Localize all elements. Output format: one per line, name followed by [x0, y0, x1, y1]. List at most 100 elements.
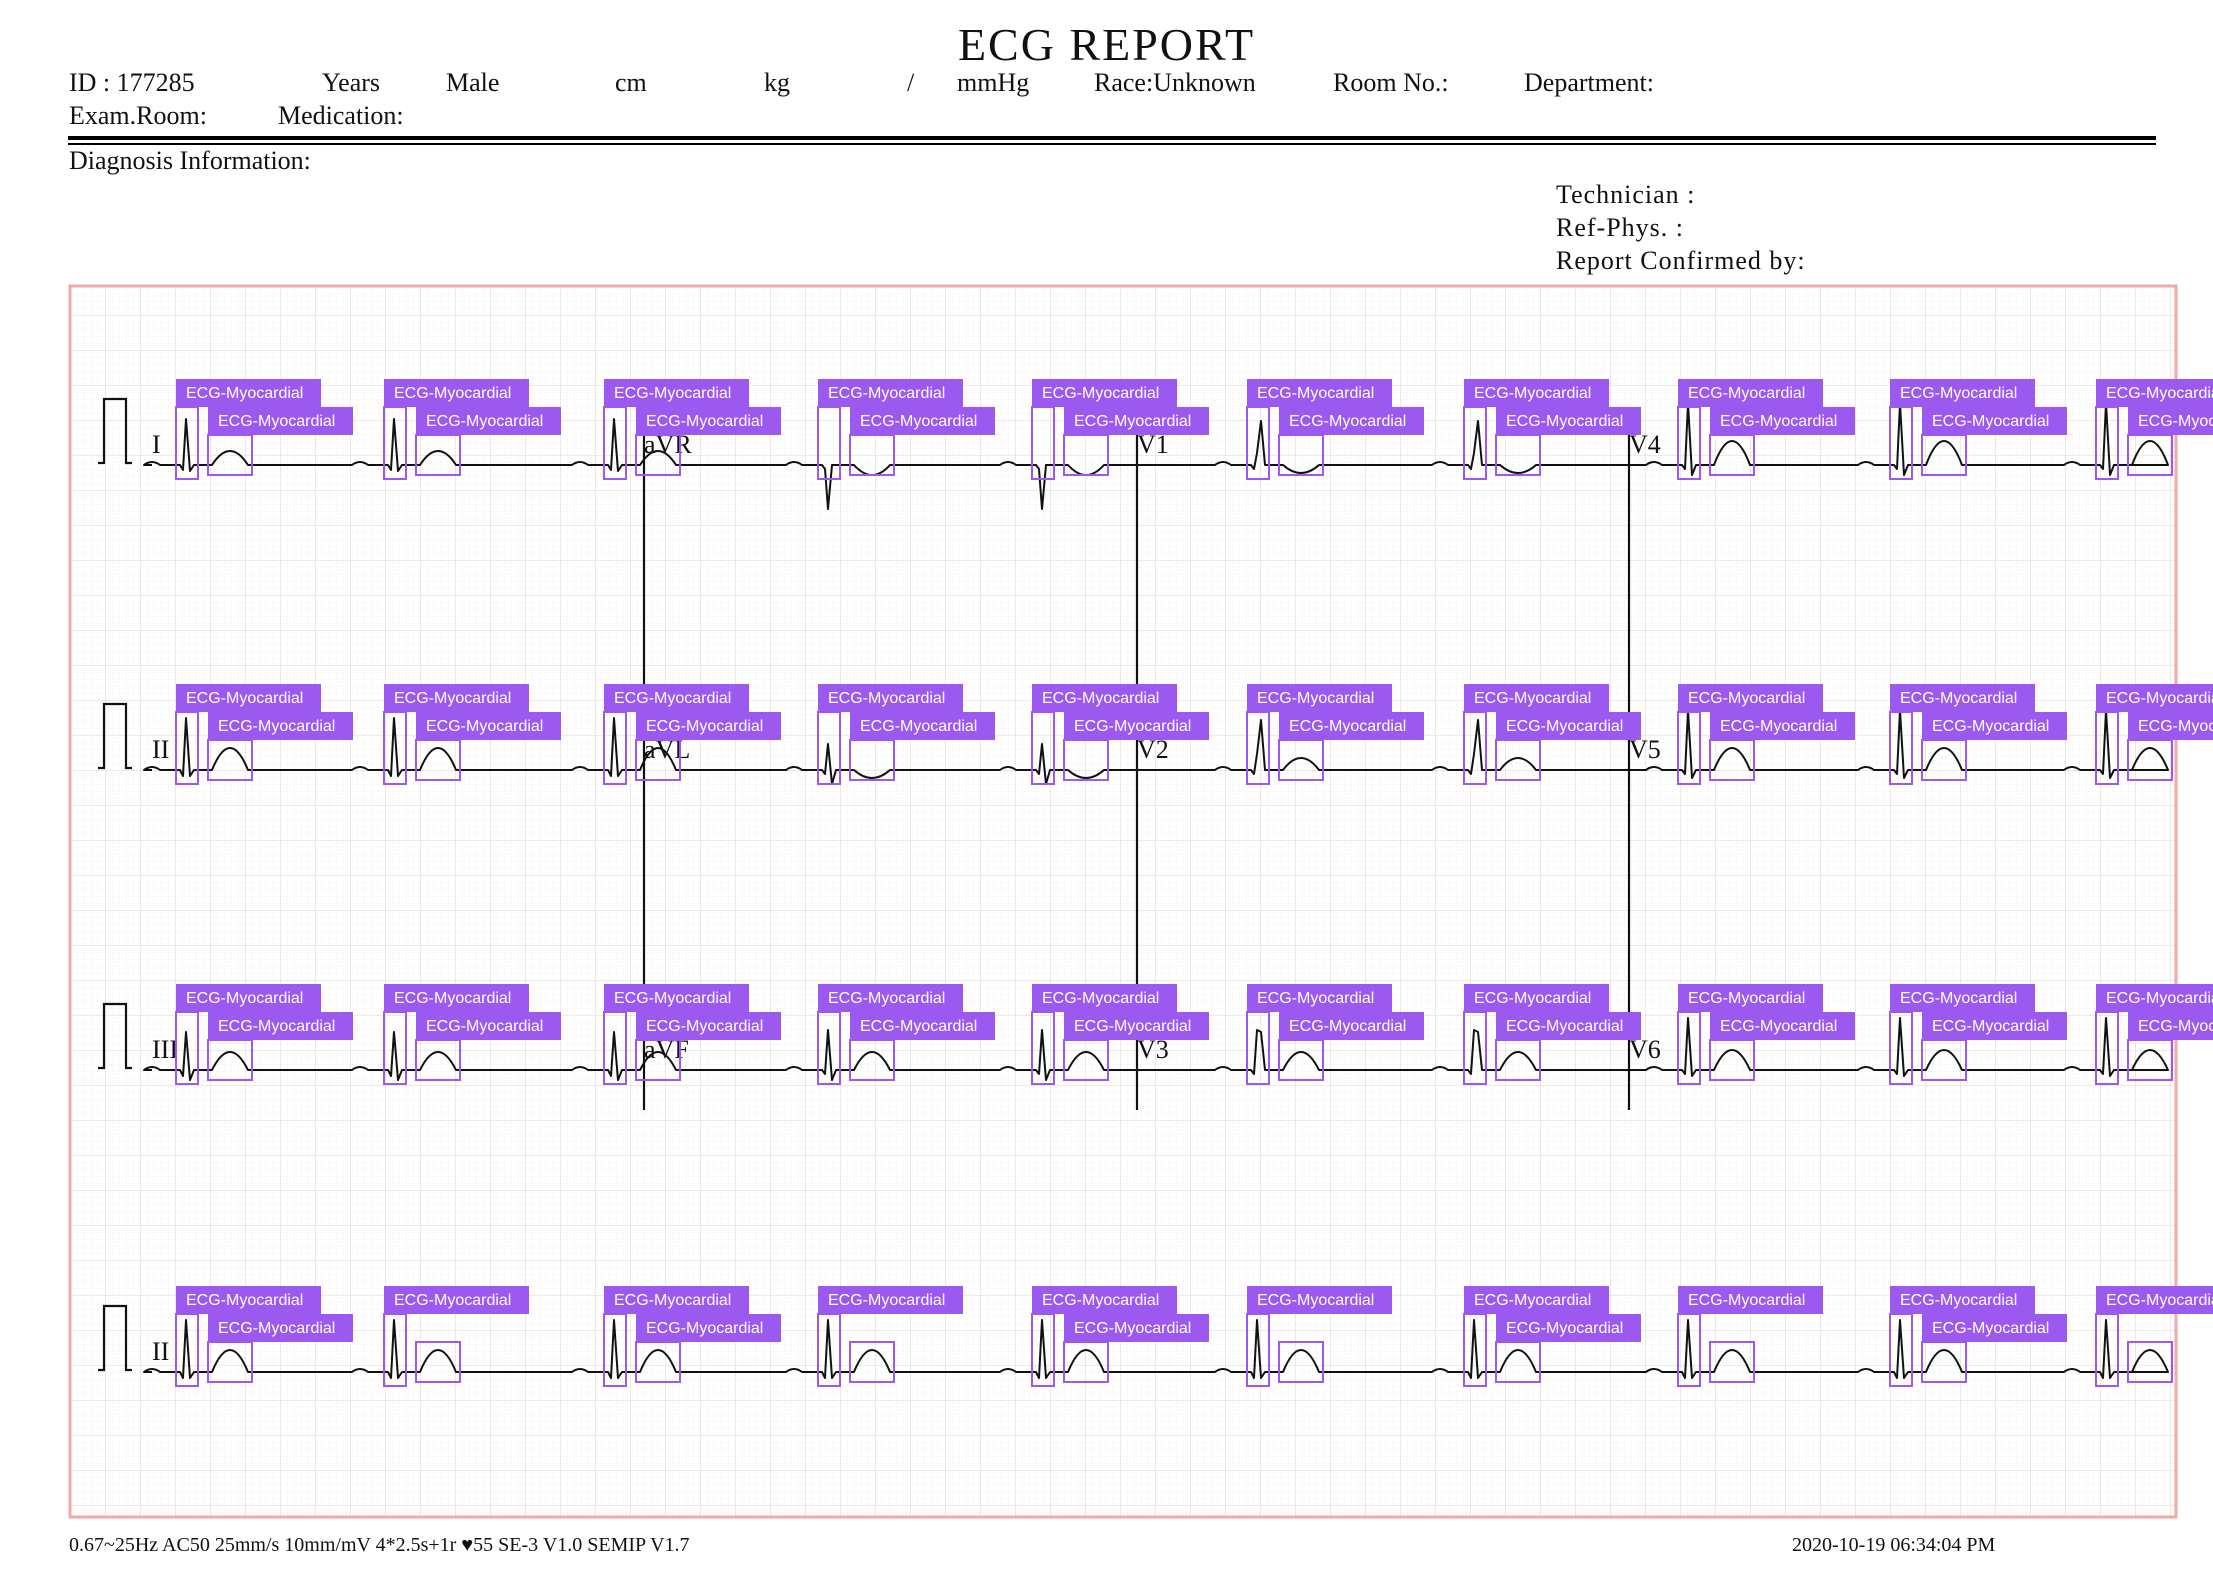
detection-label: ECG-Myocardial — [1932, 718, 2049, 735]
detection-label-bg — [850, 407, 995, 435]
detection-label-bg — [1247, 379, 1392, 407]
detection-label: ECG-Myocardial — [860, 718, 977, 735]
detection-label-bg — [1064, 407, 1209, 435]
weight-unit: kg — [764, 68, 790, 97]
detection-label-bg — [2096, 379, 2213, 407]
detection-label: ECG-Myocardial — [186, 690, 303, 707]
detection-label: ECG-Myocardial — [1257, 1292, 1374, 1309]
detection-label-bg — [1890, 984, 2035, 1012]
bp-separator: / — [907, 68, 915, 97]
detection-label-bg — [2128, 1012, 2213, 1040]
detection-label-bg — [416, 1012, 561, 1040]
detection-label: ECG-Myocardial — [1900, 1292, 2017, 1309]
detection-label: ECG-Myocardial — [1474, 990, 1591, 1007]
room-number: Room No.: — [1333, 68, 1449, 97]
detection-label-bg — [604, 984, 749, 1012]
detection-label: ECG-Myocardial — [1289, 1018, 1406, 1035]
detection-label-bg — [416, 712, 561, 740]
detection-label-bg — [1032, 984, 1177, 1012]
detection-label: ECG-Myocardial — [1506, 413, 1623, 430]
detection-label: ECG-Myocardial — [218, 1018, 335, 1035]
ref-phys-label: Ref-Phys. : — [1556, 213, 1684, 242]
lead-label-iii: III — [152, 1035, 178, 1064]
detection-label-bg — [1247, 684, 1392, 712]
detection-label-bg — [1464, 984, 1609, 1012]
detection-label-bg — [818, 1286, 963, 1314]
detection-label-bg — [1710, 1012, 1855, 1040]
detection-label: ECG-Myocardial — [1074, 1018, 1191, 1035]
detection-label-bg — [2128, 407, 2213, 435]
detection-boxes: ECG-MyocardialECG-MyocardialECG-Myocardi… — [175, 379, 2213, 1387]
ecg-trace — [143, 1017, 2169, 1081]
detection-label-bg — [1496, 712, 1641, 740]
detection-label: ECG-Myocardial — [614, 690, 731, 707]
exam-room: Exam.Room: — [69, 101, 207, 130]
detection-label-bg — [1890, 379, 2035, 407]
detection-label-bg — [1032, 379, 1177, 407]
report-title: ECG REPORT — [957, 19, 1256, 70]
patient-race: Race:Unknown — [1094, 68, 1256, 97]
detection-label: ECG-Myocardial — [1289, 413, 1406, 430]
ecg-trace — [143, 1319, 2169, 1379]
detection-label-bg — [1247, 1286, 1392, 1314]
detection-label: ECG-Myocardial — [614, 385, 731, 402]
patient-years: Years — [322, 68, 381, 97]
detection-label-bg — [1032, 1286, 1177, 1314]
detection-box — [1709, 1341, 1755, 1383]
ecg-trace — [143, 709, 2169, 785]
detection-label: ECG-Myocardial — [1042, 1292, 1159, 1309]
detection-label: ECG-Myocardial — [1720, 413, 1837, 430]
detection-label: ECG-Myocardial — [394, 690, 511, 707]
detection-label-bg — [176, 984, 321, 1012]
detection-label-bg — [1922, 1314, 2067, 1342]
medication: Medication: — [278, 101, 404, 130]
detection-label: ECG-Myocardial — [394, 385, 511, 402]
detection-label-bg — [208, 407, 353, 435]
footer-settings: 0.67~25Hz AC50 25mm/s 10mm/mV 4*2.5s+1r … — [69, 1534, 690, 1556]
detection-label: ECG-Myocardial — [646, 1018, 763, 1035]
detection-label: ECG-Myocardial — [1932, 413, 2049, 430]
header-rule-thick — [68, 136, 2156, 140]
detection-label-bg — [208, 712, 353, 740]
detection-label-bg — [636, 1012, 781, 1040]
detection-label: ECG-Myocardial — [828, 990, 945, 1007]
detection-label: ECG-Myocardial — [2138, 1018, 2213, 1035]
confirmed-by-label: Report Confirmed by: — [1556, 246, 1806, 275]
footer-datetime: 2020-10-19 06:34:04 PM — [1792, 1534, 1996, 1556]
patient-sex: Male — [446, 68, 500, 97]
detection-label: ECG-Myocardial — [828, 1292, 945, 1309]
detection-label-bg — [1678, 984, 1823, 1012]
detection-label: ECG-Myocardial — [1074, 718, 1191, 735]
detection-label: ECG-Myocardial — [218, 413, 335, 430]
detection-label: ECG-Myocardial — [218, 1320, 335, 1337]
detection-label-bg — [850, 1012, 995, 1040]
detection-label-bg — [384, 684, 529, 712]
detection-label: ECG-Myocardial — [828, 690, 945, 707]
detection-label: ECG-Myocardial — [1932, 1018, 2049, 1035]
header-rule-thin — [68, 143, 2156, 145]
height-unit: cm — [615, 68, 647, 97]
detection-label: ECG-Myocardial — [218, 718, 335, 735]
detection-label-bg — [818, 984, 963, 1012]
detection-label-bg — [818, 684, 963, 712]
detection-label: ECG-Myocardial — [1042, 690, 1159, 707]
detection-label-bg — [604, 1286, 749, 1314]
detection-label: ECG-Myocardial — [1506, 718, 1623, 735]
detection-label-bg — [1678, 379, 1823, 407]
detection-label-bg — [1678, 1286, 1823, 1314]
detection-box — [1278, 1341, 1324, 1383]
detection-label-bg — [1710, 712, 1855, 740]
detection-label: ECG-Myocardial — [2106, 1292, 2213, 1309]
lead-label-i: I — [152, 430, 161, 459]
detection-label-bg — [176, 1286, 321, 1314]
detection-label-bg — [1279, 407, 1424, 435]
detection-label-bg — [818, 379, 963, 407]
detection-label: ECG-Myocardial — [1720, 718, 1837, 735]
patient-id: ID : 177285 — [69, 68, 195, 97]
detection-label-bg — [1279, 712, 1424, 740]
calibration-pulse — [98, 1002, 132, 1070]
detection-label: ECG-Myocardial — [2138, 718, 2213, 735]
detection-label-bg — [2096, 984, 2213, 1012]
detection-label: ECG-Myocardial — [1474, 1292, 1591, 1309]
